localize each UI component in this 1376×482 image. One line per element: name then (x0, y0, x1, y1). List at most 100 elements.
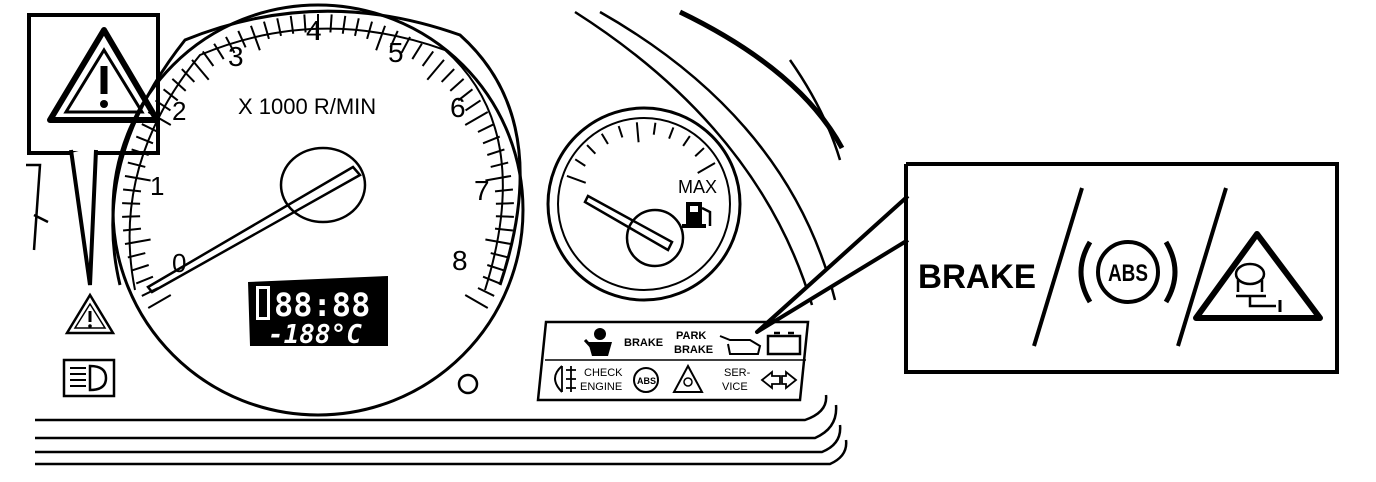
tachometer-tick (354, 18, 360, 37)
left-indicator-lamps (62, 292, 116, 398)
tachometer-tick (366, 21, 373, 40)
tachometer-tick (485, 174, 512, 182)
tachometer-tick (482, 275, 501, 285)
tachometer-tick (201, 50, 215, 67)
tach-numeral-6: 6 (450, 92, 466, 123)
fuel-needle-hub (625, 208, 685, 268)
tachometer-tick (400, 36, 411, 54)
tach-numeral-2: 2 (172, 96, 186, 126)
tachometer-tick (426, 59, 445, 81)
fuel-gauge-tick (600, 133, 609, 145)
fuel-gauge-tick (617, 125, 624, 138)
panel-abs-label: ABS (637, 376, 656, 386)
tachometer-tick (124, 238, 151, 246)
callout-separator-2 (1176, 187, 1228, 347)
tachometer-tick (147, 294, 172, 309)
tachometer-tick (375, 25, 386, 51)
seatbelt-warning-icon (583, 328, 612, 356)
panel-service-line1: SER- (724, 367, 751, 379)
panel-abs-icon: ABS (633, 367, 659, 393)
tachometer-tick (122, 202, 141, 205)
fuel-gauge-tick (694, 147, 705, 157)
tachometer-tick (464, 294, 489, 309)
panel-check-engine-line2: ENGINE (580, 381, 622, 393)
fuel-gauge-tick (668, 127, 675, 140)
tach-numeral-3: 3 (228, 41, 244, 72)
callout-abs-label: ABS (1108, 260, 1148, 287)
panel-park-brake-line1: PARK (676, 330, 706, 342)
tachometer-tick (494, 227, 514, 232)
tachometer-tick (122, 215, 141, 218)
tach-scale-label: X 1000 R/MIN (238, 94, 376, 119)
tachometer-tick (465, 99, 482, 112)
tach-numeral-7: 7 (474, 175, 490, 206)
tachometer-tick (341, 15, 347, 34)
fuel-gauge-tick (682, 135, 691, 147)
tachometer-scale-arc (111, 9, 522, 286)
tachometer-tick (495, 215, 514, 218)
fog-light-icon (554, 365, 576, 393)
fuel-needle (583, 194, 674, 252)
tachometer-tick (486, 148, 505, 156)
abs-warning-icon: ABS (1078, 240, 1178, 304)
tachometer-tick (449, 78, 465, 92)
tach-digital-display: 88:88 -188°C (248, 276, 388, 350)
tachometer-tick (213, 43, 225, 60)
tachometer-tick (191, 59, 210, 81)
oil-pressure-icon (719, 335, 762, 355)
fuel-max-label: MAX (678, 177, 717, 197)
tachometer-tick (135, 275, 154, 285)
warning-triangle-icon (47, 27, 160, 123)
fuel-pump-icon (682, 202, 712, 228)
tachometer-tick (457, 88, 474, 102)
tachometer-tick (124, 174, 151, 182)
tachometer-tick (477, 287, 495, 297)
tachometer-tick (122, 188, 142, 193)
tachometer-tick (171, 78, 187, 92)
panel-brake-distribution-icon (672, 363, 704, 393)
tachometer-tick (490, 252, 509, 259)
left-warning-callout (27, 13, 160, 286)
tach-numeral-5: 5 (388, 37, 404, 68)
panel-park-brake-line2: BRAKE (674, 344, 713, 356)
tachometer-tick (389, 30, 399, 48)
panel-check-engine-line1: CHECK (584, 367, 623, 379)
headlight-icon (62, 358, 116, 398)
tachometer-tick (494, 188, 514, 193)
callout-separator-1 (1032, 187, 1084, 347)
tachometer-tick (485, 238, 512, 246)
tachometer-tick (162, 88, 179, 102)
warning-light-panel: BRAKE PARK BRAKE CHECK ENGINE ABS SER- V… (536, 320, 810, 402)
tachometer-tick (303, 14, 307, 33)
tachometer-tick (141, 123, 159, 133)
panel-brake-label: BRAKE (624, 337, 663, 349)
tachometer-tick (464, 111, 489, 126)
tachometer-tick (127, 252, 146, 259)
fuel-gauge-tick (586, 144, 597, 155)
tachometer-tick (127, 161, 146, 168)
fuel-gauge-tick (635, 122, 640, 143)
trip-reset-knob (457, 373, 479, 395)
tachometer-tick (250, 25, 261, 51)
display-time: 88:88 (274, 286, 370, 324)
battery-icon (766, 331, 802, 356)
fuel-gauge-tick (566, 175, 587, 184)
general-warning-icon (64, 292, 116, 335)
tachometer-tick (276, 18, 282, 37)
tachometer-tick (486, 264, 505, 272)
tachometer-tick (131, 264, 150, 272)
callout-brake-label: BRAKE (918, 258, 1036, 296)
tachometer-tick (421, 50, 435, 67)
brake-force-distribution-warning-icon (1193, 231, 1323, 321)
tachometer-tick (495, 202, 514, 205)
fuel-gauge-tick (697, 162, 716, 174)
brake-warning-callout: BRAKE ABS (755, 162, 1339, 374)
cluster-housing-lines (26, 9, 848, 466)
fuel-gauge-tick (652, 122, 657, 135)
tachometer-tick (181, 68, 196, 83)
tach-numeral-1: 1 (150, 171, 164, 201)
tachometer-tick (482, 135, 501, 145)
tachometer: 0 1 2 3 4 5 6 7 8 X 1000 R/MIN 88:88 -18… (111, 3, 525, 417)
fuel-gauge: MAX (546, 106, 742, 302)
